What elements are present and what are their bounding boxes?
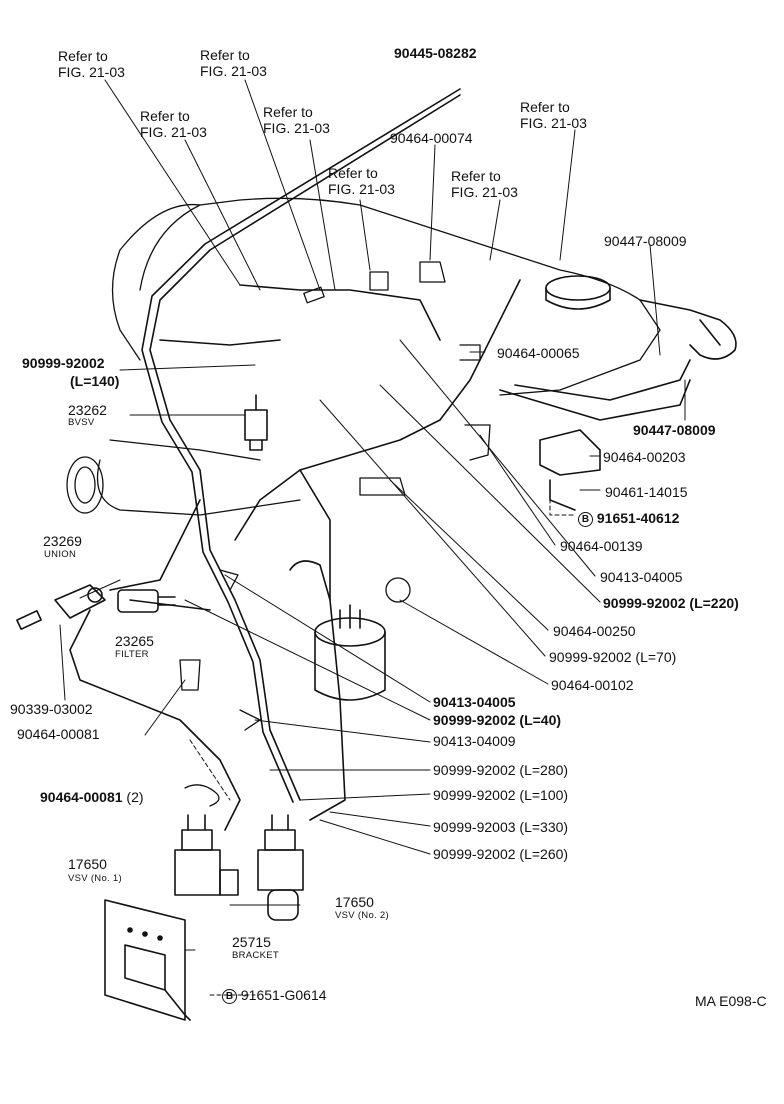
filter-part [117,589,176,613]
refer-callout-7: Refer to FIG. 21-03 [520,99,587,131]
part-label: 90464-00102 [551,677,634,693]
part-label: 90464-00065 [497,345,580,361]
refer-line1: Refer to [520,99,570,115]
part-label: 90464-00081 (2) [40,789,144,805]
part-label: 90413-04005 [433,694,516,710]
union-part [16,584,106,630]
part-label: 90445-08282 [394,45,477,61]
part-label: 91651-G0614 [240,987,327,1003]
refer-callout-1: Refer to FIG. 21-03 [58,48,125,80]
leader-lines [59,79,686,996]
part-label: 90999-92002 (L=70) [549,649,677,665]
refer-line2: FIG. 21-03 [520,115,587,131]
bvsv-part [244,394,268,451]
part-label: 25715 [232,934,271,950]
refer-callout-6: Refer to FIG. 21-03 [451,168,518,200]
part-label: 90999-92003 (L=330) [433,819,569,835]
bracket-part [104,899,191,1021]
refer-line2: FIG. 21-03 [451,184,518,200]
engine-outline [66,197,661,516]
part-label: 90447-08009 [604,233,687,249]
canister [289,560,386,701]
refer-line2: FIG. 21-03 [263,120,330,136]
refer-line2: FIG. 21-03 [58,64,125,80]
part-label: 90339-03002 [10,701,93,717]
part-label: 17650 [68,856,107,872]
part-name: UNION [44,549,77,560]
part-label: 91651-40612 [596,510,680,526]
part-label: 90999-92002 [22,355,105,371]
part-label: 90464-00250 [553,623,636,639]
part-label: 90464-00081 [17,726,100,742]
part-label: 90464-00203 [603,449,686,465]
bolt-ref: B 91651-40612 [578,510,679,527]
refer-line1: Refer to [328,165,378,181]
refer-line1: Refer to [140,108,190,124]
part-label: 90999-92002 (L=260) [433,846,569,862]
part-label: 90999-92002 (L=220) [603,595,739,611]
part-label: 90999-92002 (L=280) [433,762,569,778]
part-label: (L=140) [70,373,120,389]
part-label: 90413-04005 [600,569,683,585]
bolt-mark: B [222,988,237,1004]
bolt-mark: B [578,511,593,527]
right-bracket [539,429,601,511]
part-label: 90464-00074 [390,130,473,146]
part-name: VSV (No. 2) [335,910,389,921]
vsv-2 [257,814,304,921]
part-label: 90461-14015 [605,484,688,500]
diagram-code: MA E098-C [695,993,767,1009]
vsv-1 [174,814,239,896]
refer-line2: FIG. 21-03 [328,181,395,197]
part-qty: (2) [126,789,144,805]
refer-callout-5: Refer to FIG. 21-03 [328,165,395,197]
part-label: 17650 [335,894,374,910]
part-label: 90999-92002 (L=40) [433,712,562,728]
refer-line1: Refer to [200,47,250,63]
part-label: 90447-08009 [633,422,716,438]
part-label: 90999-92002 (L=100) [433,787,569,803]
refer-callout-4: Refer to FIG. 21-03 [263,104,330,136]
part-name: BRACKET [232,950,279,961]
part-label: 23262 [68,402,107,418]
refer-line1: Refer to [451,168,501,184]
part-name: BVSV [68,417,95,428]
hose-lines [69,88,691,831]
distributor [545,275,737,360]
part-name: VSV (No. 1) [68,873,122,884]
bolt-ref: B 91651-G0614 [222,987,327,1004]
refer-line2: FIG. 21-03 [200,63,267,79]
part-label: 90464-00139 [560,538,643,554]
part-name: FILTER [115,649,149,660]
part-label: 90413-04009 [433,733,516,749]
refer-line1: Refer to [58,48,108,64]
refer-callout-3: Refer to FIG. 21-03 [140,108,207,140]
refer-line2: FIG. 21-03 [140,124,207,140]
part-label: 23269 [43,533,82,549]
part-label: 23265 [115,633,154,649]
refer-callout-2: Refer to FIG. 21-03 [200,47,267,79]
part-number: 90464-00081 [40,789,123,805]
refer-line1: Refer to [263,104,313,120]
